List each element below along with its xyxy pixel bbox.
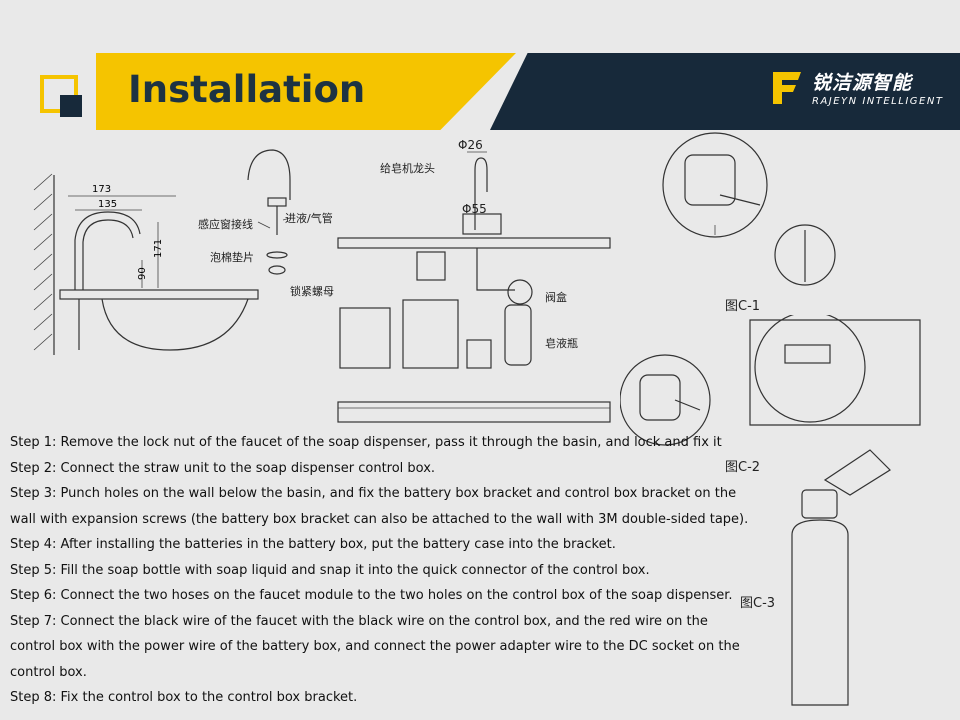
- basin-side-view-diagram: 173 135 171 90: [33, 173, 259, 355]
- dim-173: 173: [92, 184, 111, 195]
- brand-name-en: RAJEYN INTELLIGENT: [812, 96, 944, 107]
- step-4: Step 4: After installing the batteries i…: [10, 537, 616, 552]
- figure-c1-diagram: [662, 132, 836, 286]
- center-installation-diagram: [337, 151, 611, 423]
- label-inlet-tube: 进液/气管: [285, 212, 333, 225]
- faucet-shape: [74, 211, 141, 350]
- figure-c1-caption: 图C-1: [725, 299, 761, 314]
- brand-name-cn: 锐洁源智能: [812, 72, 913, 94]
- header-icon-square: [60, 95, 82, 117]
- label-valve-box: 阀盒: [545, 291, 567, 304]
- figure-c2-diagram: [620, 315, 921, 446]
- figure-c2-caption: 图C-2: [725, 460, 761, 475]
- header-icon-outline: [40, 75, 78, 113]
- dim-90: 90: [137, 267, 148, 280]
- step-7: Step 7: Connect the black wire of the fa…: [10, 613, 740, 680]
- label-soap-faucet: 给皂机龙头: [380, 162, 435, 175]
- label-foam-gasket: 泡棉垫片: [210, 251, 254, 264]
- step-1: Step 1: Remove the lock nut of the fauce…: [10, 435, 722, 450]
- step-8: Step 8: Fix the control box to the contr…: [10, 690, 358, 705]
- faucet-exploded-diagram: [247, 149, 291, 275]
- label-soap-bottle: 皂液瓶: [545, 337, 578, 350]
- dimension-lines: [68, 195, 176, 288]
- step-2: Step 2: Connect the straw unit to the so…: [10, 460, 436, 476]
- dim-135: 135: [98, 199, 117, 210]
- dim-171: 171: [153, 239, 164, 258]
- figure-c3-diagram: [791, 449, 891, 706]
- step-5: Step 5: Fill the soap bottle with soap l…: [10, 562, 650, 578]
- label-lock-nut: 锁紧螺母: [290, 285, 334, 298]
- title-banner: [96, 53, 516, 130]
- step-3: Step 3: Punch holes on the wall below th…: [10, 486, 749, 527]
- brand-logo-icon: [773, 72, 801, 104]
- step-6: Step 6: Connect the two hoses on the fau…: [10, 588, 733, 603]
- label-sensor-wire: 感应窗接线: [198, 218, 253, 231]
- dim-phi26: Φ26: [458, 138, 483, 152]
- wall-hatching: [33, 173, 55, 355]
- figure-c3-caption: 图C-3: [740, 596, 776, 611]
- installation-steps: Step 1: Remove the lock nut of the fauce…: [10, 430, 750, 711]
- dim-phi55: Φ55: [462, 202, 487, 216]
- basin-shape: [59, 289, 259, 351]
- brand-banner: [490, 53, 960, 130]
- page-title: Installation: [128, 68, 366, 111]
